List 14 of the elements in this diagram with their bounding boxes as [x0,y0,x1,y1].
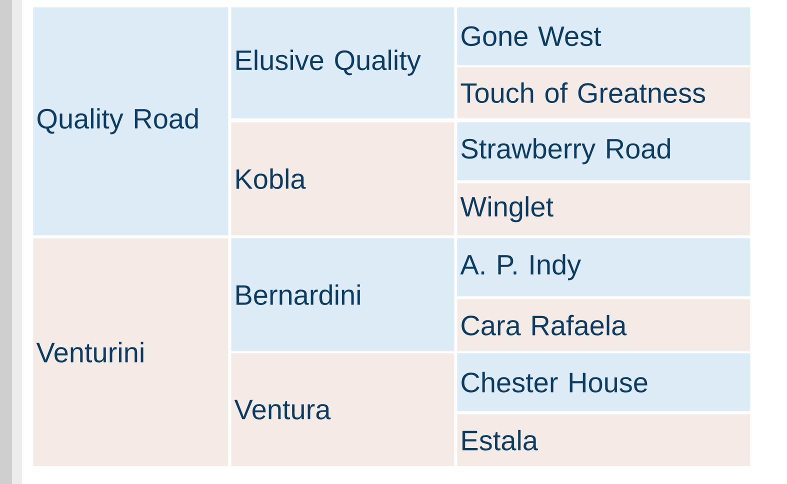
pedigree-cell: A. P. Indy [457,238,750,296]
pedigree-cell: Quality Road [33,7,228,236]
pedigree-cell: Winglet [457,183,750,236]
pedigree-cell: Venturini [33,238,228,466]
pedigree-cell: Ventura [231,353,454,466]
pedigree-cell: Strawberry Road [457,122,750,180]
pedigree-cell: Kobla [231,122,454,236]
pedigree-cell: Chester House [457,353,750,412]
pedigree-cell: Elusive Quality [231,7,454,118]
pedigree-cell: Gone West [457,7,750,66]
pedigree-cell: Touch of Greatness [457,67,750,118]
pedigree-cell: Estala [457,414,750,466]
pedigree-cell: Cara Rafaela [457,299,750,352]
pedigree-cell: Bernardini [231,238,454,352]
